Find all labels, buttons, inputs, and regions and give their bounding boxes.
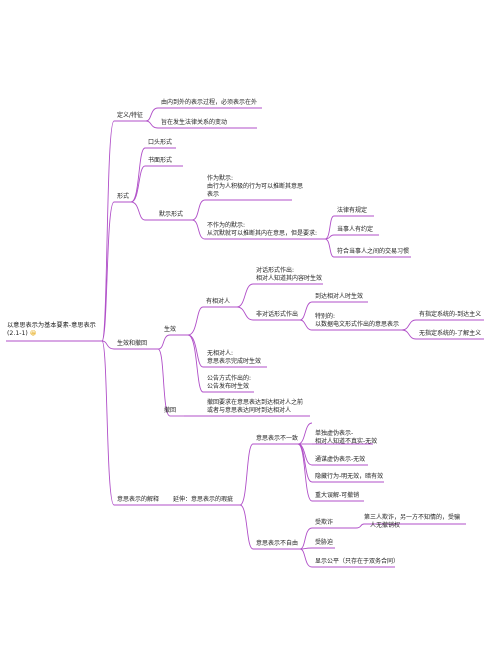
link-root-interpretation (101, 340, 115, 506)
fraud-node[interactable]: 受欺诈 (315, 519, 334, 526)
undesignated-system-node[interactable]: 无指定系统的-了解主义 (419, 330, 482, 337)
implied-action-node[interactable]: 作为默示: 由行为人积极的行为可以推断其意思 表示 (207, 175, 304, 198)
definition-item-2[interactable]: 旨在发生法律关系的变动 (161, 119, 228, 126)
root-title: 以意思表示为基本要素-意思表示 (7, 322, 96, 329)
requirement-custom[interactable]: 符合当事人之间的交易习惯 (337, 248, 410, 255)
not-free-node[interactable]: 意思表示不自由 (256, 540, 299, 547)
form-node[interactable]: 形式 (117, 193, 130, 200)
collusive-false-node[interactable]: 通谋虚伪表示-无效 (315, 456, 366, 463)
defect-extension-node[interactable]: 延伸：意思表示的瑕疵 (173, 496, 234, 503)
unfair-node[interactable]: 显示公平（只存在于双务合同） (315, 558, 400, 565)
smile-emoji-icon: 😀 (29, 330, 37, 337)
root-topic[interactable]: 以意思表示为基本要素-意思表示 (2.1-1) 😀 (7, 322, 96, 338)
implied-inaction-node[interactable]: 不作为的默示: 从沉默就可以推断其内在意思，但是要求: (207, 222, 318, 237)
requirement-law[interactable]: 法律有规定 (337, 207, 368, 214)
non-dialogue-node[interactable]: 非对话形式作出 (256, 311, 299, 318)
interpretation-node[interactable]: 意思表示的解释 (117, 496, 160, 503)
public-notice-node[interactable]: 公告方式作出的: 公告发布时生效 (207, 375, 252, 390)
no-party-node[interactable]: 无相对人: 意思表示完成时生效 (207, 350, 262, 365)
inconsistent-node[interactable]: 意思表示不一致 (256, 435, 299, 442)
withdraw-rule-node[interactable]: 撤回要求在意思表达到达相对人之前 或者与意思表达同时到达相对人 (207, 399, 304, 414)
special-node[interactable]: 特别的: 以数据电文形式作出的意思表示 (315, 313, 400, 328)
effect-withdraw-node[interactable]: 生效和撤回 (117, 340, 148, 347)
withdraw-node[interactable]: 撤回 (164, 407, 177, 414)
definition-item-1[interactable]: 由内到外的表示过程，必须表示在外 (161, 99, 258, 106)
designated-system-node[interactable]: 有指定系统的-到达主义 (419, 311, 482, 318)
definition-node[interactable]: 定义/特征 (117, 112, 144, 119)
dialogue-node[interactable]: 对话形式作出: 相对人知道其内容时生效 (256, 267, 323, 282)
hidden-act-node[interactable]: 隐藏行为-明无效，暗有效 (315, 473, 384, 480)
root-code: (2.1-1) (7, 330, 28, 337)
arrive-effective-node[interactable]: 到达相对人时生效 (315, 293, 364, 300)
written-form-node[interactable]: 书面形式 (148, 157, 173, 164)
implied-form-node[interactable]: 默示形式 (159, 211, 184, 218)
requirement-agreement[interactable]: 当事人有约定 (337, 226, 374, 233)
duress-node[interactable]: 受胁迫 (315, 539, 334, 546)
fraud-note-node[interactable]: 第三人欺诈，另一方不知情的，受骗 人无撤销权 (364, 514, 461, 529)
with-party-node[interactable]: 有相对人 (206, 298, 231, 305)
link-root-form (101, 201, 115, 342)
major-mistake-node[interactable]: 重大误解-可撤销 (315, 492, 360, 499)
link-root-effect (101, 340, 115, 350)
sole-false-node[interactable]: 单独虚伪表示- 相对人知道不真实-无效 (315, 430, 378, 445)
oral-form-node[interactable]: 口头形式 (148, 139, 173, 146)
link-root-definition (101, 120, 115, 342)
connector-lines (6, 107, 484, 568)
effective-node[interactable]: 生效 (164, 326, 177, 333)
